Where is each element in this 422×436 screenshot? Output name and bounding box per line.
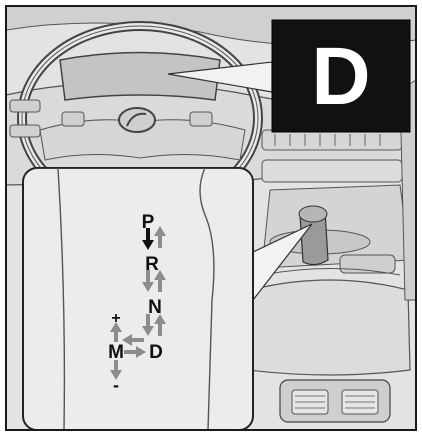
shift-pattern-inset: P R N D M + -	[23, 168, 253, 430]
gear-display-letter: D	[311, 31, 370, 122]
gear-display: D	[272, 20, 410, 132]
shift-label-minus: -	[113, 375, 119, 395]
shift-label-p: P	[142, 212, 155, 233]
shift-label-m: M	[108, 342, 124, 363]
shift-label-r: R	[145, 254, 159, 275]
rear-vents	[280, 380, 390, 422]
shift-label-plus: +	[111, 310, 120, 327]
shift-label-n: N	[148, 297, 162, 318]
shift-label-d: D	[149, 342, 163, 363]
